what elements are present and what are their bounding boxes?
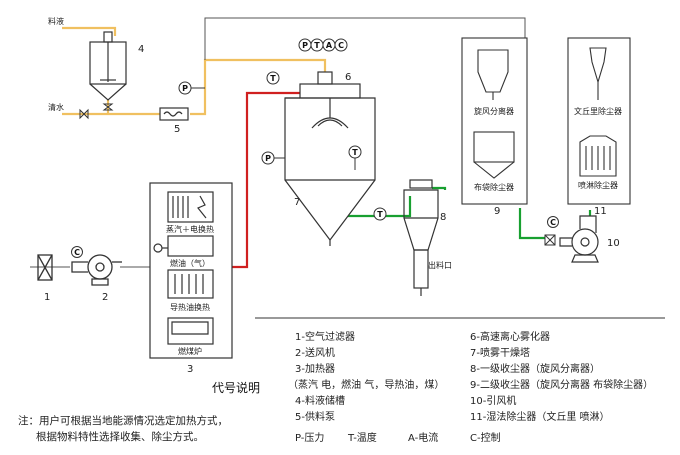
temperature-instrument-tower: T — [348, 145, 362, 170]
legend-right-item: 11-湿法除尘器（文丘里 喷淋） — [470, 410, 610, 423]
legend-left-item: 1-空气过滤器 — [295, 330, 355, 343]
legend-left-item: （蒸汽 电，燃油 气，导热油，煤） — [288, 378, 444, 391]
legend-symbol-pressure: P-压力 — [295, 431, 324, 444]
legend-right-item: 7-喷雾干燥塔 — [470, 346, 530, 359]
svg-text:C: C — [74, 248, 80, 257]
exhaust-line — [348, 186, 592, 240]
heater-label-fuel: 燃油（气） — [170, 258, 210, 268]
legend-left-item: 3-加热器 — [295, 362, 335, 375]
legend-right-item: 8-一级收尘器（旋风分离器） — [470, 362, 600, 375]
legend-symbol-control: C-控制 — [470, 431, 501, 444]
svg-text:C: C — [338, 41, 344, 50]
slurry-feed-line — [106, 58, 327, 116]
svg-text:T: T — [314, 41, 320, 50]
spray-scrubber-label: 喷淋除尘器 — [578, 180, 618, 190]
heater-unit — [149, 182, 233, 359]
feed-liquid-line — [62, 26, 117, 36]
svg-text:T: T — [377, 210, 383, 219]
equipment-number-1: 1 — [44, 292, 50, 303]
equipment-number-8: 8 — [440, 212, 446, 223]
control-instrument-fan: C — [544, 216, 559, 246]
hot-air-line — [232, 91, 300, 269]
equipment-number-10: 10 — [607, 238, 620, 249]
legend-right-item: 9-二级收尘器（旋风分离器 布袋除尘器） — [470, 378, 653, 391]
legend-title: 代号说明 — [212, 380, 260, 395]
feed-liquid-label: 料液 — [48, 16, 64, 26]
heater-label-steam: 蒸汽＋电换热 — [166, 224, 214, 234]
pressure-instrument-feed: P — [178, 81, 205, 95]
temperature-instrument-inlet: T — [266, 71, 280, 85]
svg-text:T: T — [352, 148, 358, 157]
secondary-collector-box — [461, 37, 528, 205]
primary-cyclone — [403, 179, 439, 296]
legend-right-item: 6-高速离心雾化器 — [470, 330, 550, 343]
bag-filter-label: 布袋除尘器 — [474, 182, 514, 192]
heater-label-coal: 燃煤炉 — [178, 346, 202, 356]
equipment-number-11: 11 — [594, 206, 607, 217]
equipment-number-4: 4 — [138, 44, 144, 55]
wet-scrubber-box — [567, 37, 631, 205]
feed-tank — [89, 31, 127, 101]
tank-valve — [102, 103, 114, 111]
feed-pump — [159, 107, 189, 121]
cyclone-separator-label: 旋风分离器 — [474, 106, 514, 116]
note-line-1: 注：用户可根据当地能源情况选定加热方式， — [18, 414, 228, 427]
control-instrument-blower: C — [71, 246, 83, 258]
clean-water-label: 清水 — [48, 102, 64, 112]
air-filter — [37, 254, 53, 281]
legend-left-item: 5-供料泵 — [295, 410, 335, 423]
supply-blower — [71, 254, 122, 286]
induced-draft-fan — [559, 215, 599, 263]
legend-left-item: 2-送风机 — [295, 346, 335, 359]
svg-text:A: A — [326, 41, 333, 50]
temperature-instrument-outlet: T — [373, 207, 387, 221]
legend-symbol-temperature: T-温度 — [347, 431, 377, 444]
svg-text:P: P — [265, 154, 271, 163]
venturi-scrubber-label: 文丘里除尘器 — [574, 106, 622, 116]
water-valve — [79, 108, 89, 120]
legend-symbol-current: A-电流 — [408, 431, 438, 444]
svg-text:T: T — [270, 74, 276, 83]
equipment-number-7: 7 — [294, 197, 300, 208]
note-line-2: 根据物料特性选择收集、除尘方式。 — [36, 430, 204, 443]
legend-right-item: 10-引风机 — [470, 394, 516, 407]
discharge-port-label: 出料口 — [428, 260, 452, 270]
equipment-number-6: 6 — [345, 72, 351, 83]
equipment-number-2: 2 — [102, 292, 108, 303]
svg-text:P: P — [302, 41, 308, 50]
equipment-number-3: 3 — [187, 364, 193, 375]
equipment-number-5: 5 — [174, 124, 180, 135]
equipment-number-9: 9 — [494, 206, 500, 217]
legend-left-item: 4-料液储槽 — [295, 394, 345, 407]
drying-tower — [284, 97, 376, 246]
svg-text:P: P — [182, 84, 188, 93]
pta-instrument-group: P T A C — [298, 38, 348, 52]
atomizer — [299, 71, 361, 129]
connection-lines — [30, 17, 526, 268]
heater-label-oil: 导热油换热 — [170, 302, 210, 312]
pressure-instrument-tower: P — [261, 151, 285, 165]
svg-text:C: C — [550, 218, 556, 227]
